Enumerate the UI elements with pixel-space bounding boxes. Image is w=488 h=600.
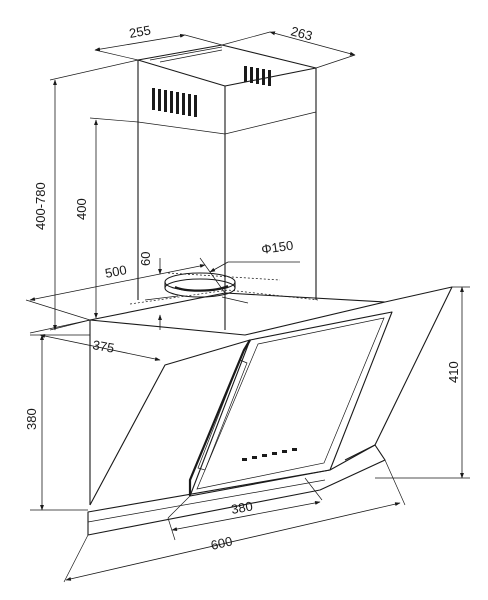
chimney-joint (137, 111, 317, 135)
dim-400 (89, 117, 139, 319)
outlet-axis (167, 272, 281, 281)
chimney-right-vent (244, 66, 271, 86)
dim-500 (25, 257, 226, 321)
glass-panel (87, 311, 393, 536)
dim-263 (221, 31, 356, 69)
glass-outline (189, 311, 393, 497)
chimney (137, 44, 317, 330)
glass-handle (197, 359, 248, 471)
label-380-height: 380 (24, 408, 39, 430)
hood-right-side (344, 286, 453, 461)
dim-375 (29, 319, 161, 361)
label-375: 375 (91, 337, 115, 356)
label-400-780: 400-780 (33, 182, 48, 230)
label-410: 410 (446, 361, 461, 383)
label-400: 400 (74, 198, 89, 220)
chimney-top-inner (149, 46, 223, 63)
label-380-width: 380 (230, 498, 254, 517)
label-500: 500 (104, 262, 128, 281)
label-600: 600 (209, 533, 234, 552)
dim-380-height (30, 334, 90, 511)
label-263: 263 (289, 23, 314, 43)
control-buttons (242, 448, 297, 461)
label-diameter-150: Φ150 (260, 238, 294, 257)
dim-400-780 (49, 59, 139, 331)
hood-left-side (89, 339, 251, 506)
glass-inner (196, 317, 385, 490)
label-255: 255 (128, 22, 152, 41)
dim-255 (94, 33, 223, 61)
bottom-frame (87, 444, 386, 536)
label-60: 60 (138, 252, 153, 266)
bottom-frame-inner (87, 479, 326, 523)
dim-diameter-150 (209, 261, 300, 273)
chimney-top (137, 44, 317, 87)
hood-top-plate (89, 289, 386, 336)
glass-left-edge (188, 339, 251, 496)
top-plate-outline (89, 292, 386, 336)
air-outlet (144, 272, 281, 304)
dim-410 (375, 286, 470, 479)
hood-body (89, 286, 453, 506)
chimney-left-vent (152, 88, 197, 117)
dim-600 (63, 459, 406, 583)
